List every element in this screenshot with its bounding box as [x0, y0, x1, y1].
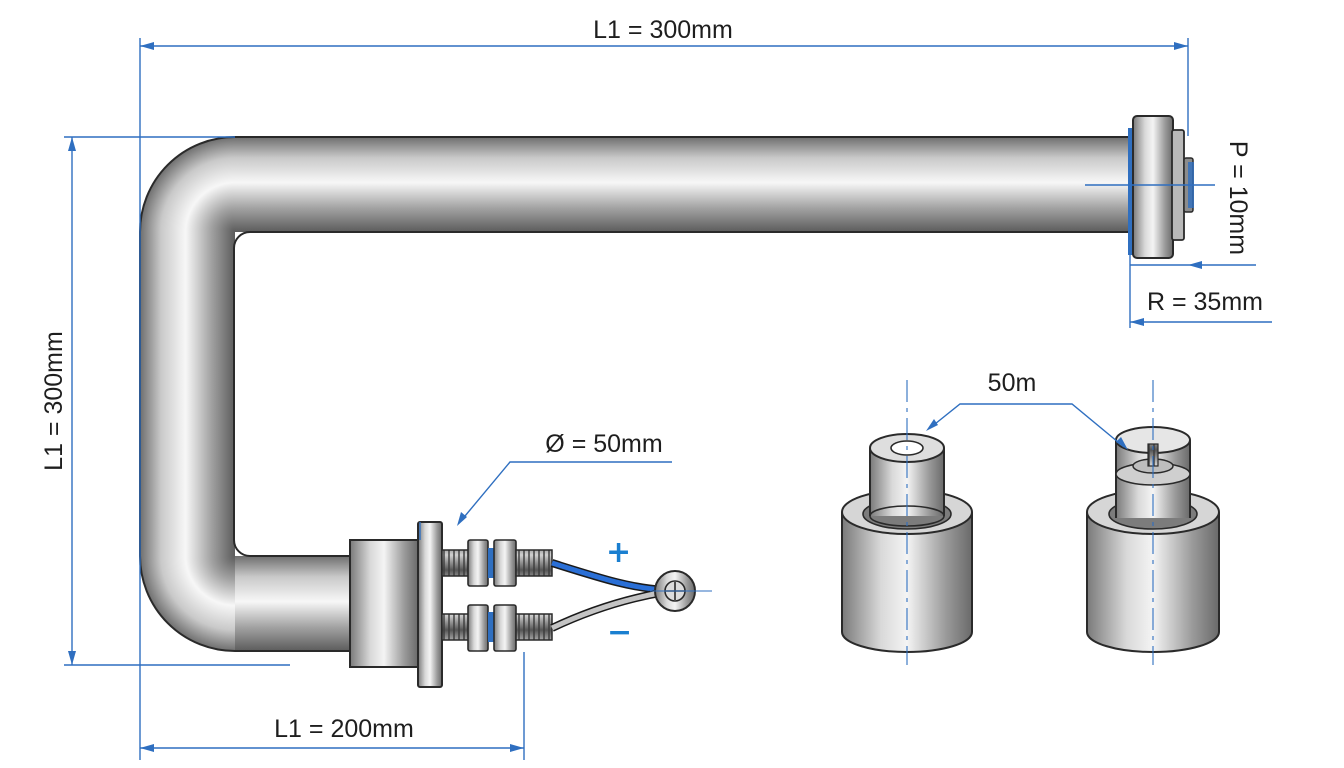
u-shaped-tube — [139, 136, 1130, 652]
top-length-label: L1 = 300mm — [593, 16, 733, 44]
tube-top-bend — [140, 137, 235, 232]
end-cap — [1128, 115, 1194, 259]
tube-top-segment — [235, 137, 1130, 232]
negative-sign: − — [607, 615, 632, 650]
terminal-flange — [417, 521, 443, 688]
tube-vertical-segment — [140, 232, 235, 556]
tube-bottom-segment — [235, 556, 350, 651]
dimension-lines — [64, 38, 1272, 760]
pitch-label: P = 10mm — [1224, 141, 1252, 255]
positive-sign: + — [606, 535, 631, 570]
detail-left-cylinder — [841, 380, 973, 665]
tube-bottom-bend — [140, 556, 235, 651]
detail-right-cylinder — [1086, 380, 1220, 665]
radius-label: R = 35mm — [1147, 288, 1263, 316]
diameter-label: Ø = 50mm — [545, 430, 662, 458]
terminal-housing — [349, 539, 419, 668]
side-length-label: L1 = 300mm — [40, 331, 68, 471]
terminal-head: + − — [349, 521, 712, 688]
detail-size-label: 50m — [988, 369, 1037, 397]
bottom-length-label: L1 = 200mm — [274, 715, 414, 743]
